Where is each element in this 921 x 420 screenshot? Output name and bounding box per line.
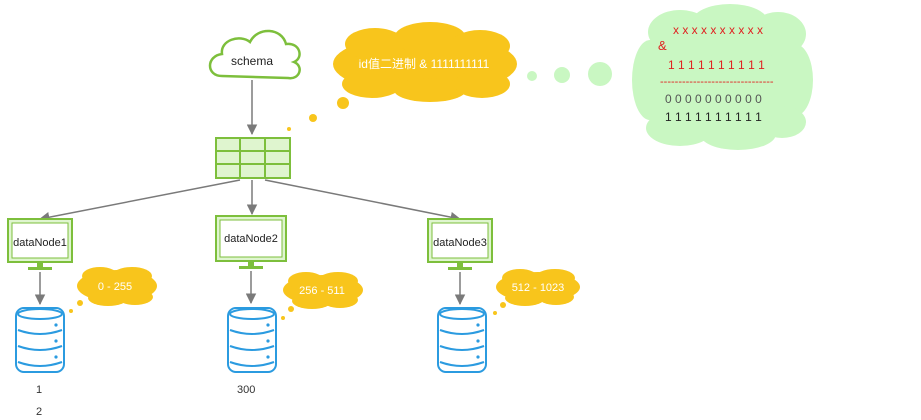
datanode-1: dataNode1 — [7, 218, 73, 270]
calc-row-x: x x x x x x x x x x — [673, 23, 763, 37]
arrow-table-to-node3 — [264, 179, 462, 223]
arrow-table-to-node1 — [38, 179, 241, 223]
range-1-text: 0 - 255 — [98, 281, 132, 293]
bubble-dot — [493, 311, 497, 315]
bubble-dot — [309, 114, 317, 122]
database-icon — [227, 307, 277, 373]
datanode-2: dataNode2 — [215, 215, 287, 269]
range-bubble-3: 512 - 1023 — [496, 269, 580, 306]
schema-cloud: schema — [208, 29, 301, 80]
datanode-2-label: dataNode2 — [224, 233, 278, 245]
bubble-dot — [337, 97, 349, 109]
bubble-dot — [287, 127, 291, 131]
database-icon — [437, 307, 487, 373]
note-300: 300 — [237, 384, 255, 396]
formula-bubble: id值二进制 & 1111111111 — [333, 22, 517, 102]
routing-table-icon — [215, 137, 291, 179]
calc-row-zero: 0 0 0 0 0 0 0 0 0 0 — [665, 92, 762, 106]
datanode-3-label: dataNode3 — [433, 237, 487, 249]
bubble-dot — [69, 309, 73, 313]
bubble-dot — [281, 316, 285, 320]
note-1: 1 — [36, 384, 42, 396]
range-bubble-1: 0 - 255 — [77, 267, 157, 306]
formula-text: id值二进制 & 1111111111 — [359, 56, 490, 71]
bubble-dot — [288, 306, 294, 312]
thought-dot — [554, 67, 570, 83]
bubble-dot — [500, 302, 506, 308]
calc-divider: ------------------------------- — [660, 76, 774, 88]
thought-dot — [588, 62, 612, 86]
calc-op: & — [658, 38, 667, 53]
datanode-1-label: dataNode1 — [13, 237, 67, 249]
calc-row-mask: 1 1 1 1 1 1 1 1 1 1 — [668, 58, 765, 72]
note-2: 2 — [36, 406, 42, 418]
datanode-3: dataNode3 — [427, 218, 493, 270]
schema-label: schema — [231, 54, 273, 68]
thought-dot — [527, 71, 537, 81]
calc-cloud: x x x x x x x x x x & 1 1 1 1 1 1 1 1 1 … — [632, 4, 813, 150]
database-icon — [15, 307, 65, 373]
bubble-dot — [77, 300, 83, 306]
calc-row-one: 1 1 1 1 1 1 1 1 1 1 — [665, 110, 762, 124]
range-2-text: 256 - 511 — [299, 285, 345, 297]
range-3-text: 512 - 1023 — [512, 282, 565, 294]
range-bubble-2: 256 - 511 — [283, 272, 363, 309]
